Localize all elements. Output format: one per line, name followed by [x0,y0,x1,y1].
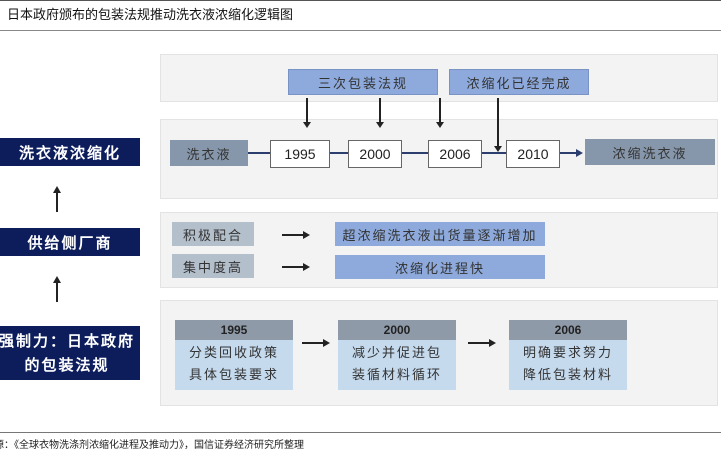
law-arrow-1995 [306,98,308,122]
year-box-2000: 2000 [348,140,402,168]
year-box-1995: 1995 [270,140,330,168]
card-line: 装循材料循环 [351,368,442,383]
end-box: 浓缩洗衣液 [585,139,715,165]
supply-arrow-2 [282,266,304,268]
supply-arrow-1 [282,234,304,236]
card-line: 降低包装材料 [522,368,613,383]
up-arrow-2 [56,282,58,302]
up-arrow-head-2 [53,276,61,283]
done-arrowhead [494,146,502,152]
card-arrowhead-1 [323,339,330,347]
card-line: 分类回收政策 [188,346,279,361]
up-arrow-head-1 [53,186,61,193]
supply-arrowhead-2 [303,263,310,271]
left-box-concentration: 洗衣液浓缩化 [0,138,140,166]
card-body-2006: 明确要求努力 降低包装材料 [509,340,627,390]
supply-result-1: 超浓缩洗衣液出货量逐渐增加 [335,222,545,246]
start-box: 洗衣液 [170,140,248,166]
card-body-1995: 分类回收政策 具体包装要求 [175,340,293,390]
top-rule [0,0,721,1]
law-arrowhead-2000 [376,122,384,128]
year-box-2006: 2006 [428,140,482,168]
law-arrowhead-1995 [303,122,311,128]
timeline-line [248,152,578,154]
card-body-2000: 减少并促进包 装循材料循环 [338,340,456,390]
regulation-line-1: 强制力：日本政府 [0,332,135,350]
law-arrow-2006 [439,98,441,122]
supply-result-2: 浓缩化进程快 [335,255,545,279]
card-year-2000: 2000 [338,320,456,340]
law-label-box: 三次包装法规 [288,69,438,95]
supply-arrowhead-1 [303,231,310,239]
supply-label-1: 积极配合 [172,222,254,246]
card-arrow-2 [468,342,490,344]
up-arrow-1 [56,192,58,212]
bottom-rule [0,432,721,433]
law-arrow-2000 [379,98,381,122]
law-panel [160,54,718,102]
done-label-box: 浓缩化已经完成 [449,69,589,95]
card-year-2006: 2006 [509,320,627,340]
card-year-1995: 1995 [175,320,293,340]
timeline-arrowhead [576,149,583,157]
left-box-supply: 供给侧厂商 [0,228,140,256]
card-line: 具体包装要求 [188,368,279,383]
done-arrow [497,98,499,146]
source-note: 源：《全球衣物洗涤剂浓缩化进程及推动力》，国信证券经济研究所整理 [0,440,304,451]
figure-title: ：日本政府颁布的包装法规推动洗衣液浓缩化逻辑图 [0,8,294,23]
law-arrowhead-2006 [436,122,444,128]
card-arrowhead-2 [489,339,496,347]
card-line: 减少并促进包 [351,346,442,361]
left-box-regulation: 强制力：日本政府 的包装法规 [0,326,140,380]
regulation-line-2: 的包装法规 [24,356,110,374]
title-rule [0,30,721,31]
card-line: 明确要求努力 [522,346,613,361]
card-arrow-1 [302,342,324,344]
year-box-2010: 2010 [506,140,560,168]
supply-label-2: 集中度高 [172,254,254,278]
